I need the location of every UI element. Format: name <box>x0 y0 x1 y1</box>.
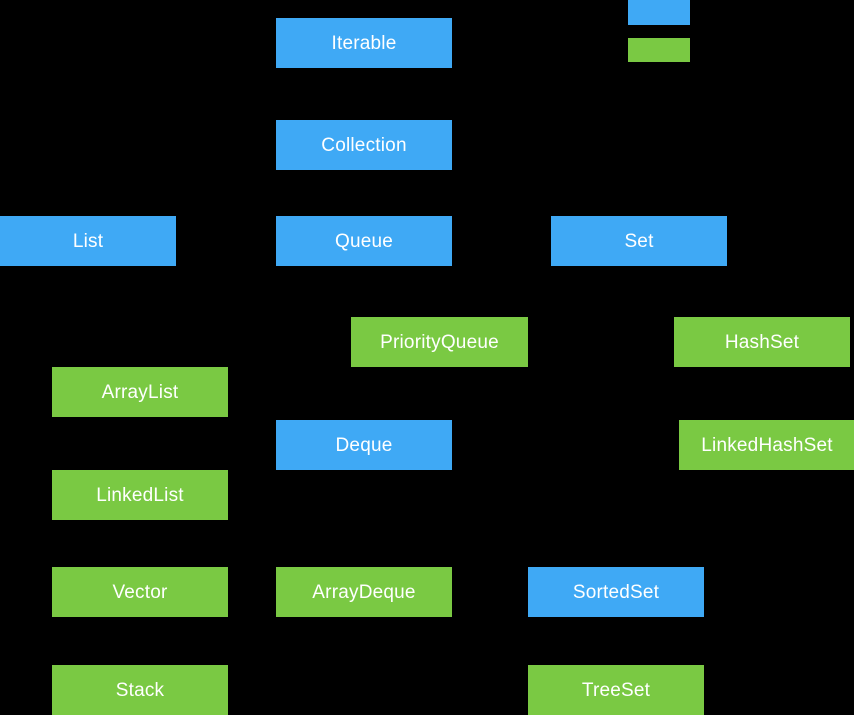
node-hashset[interactable]: HashSet <box>674 317 850 367</box>
node-list[interactable]: List <box>0 216 176 266</box>
node-label: Deque <box>335 434 393 456</box>
node-label: TreeSet <box>581 679 651 701</box>
node-collection[interactable]: Collection <box>276 120 452 170</box>
legend-swatch-interface <box>628 0 690 25</box>
legend-swatch-implementation <box>628 38 690 62</box>
node-treeset[interactable]: TreeSet <box>528 665 704 715</box>
node-label: Vector <box>112 581 168 603</box>
node-stack[interactable]: Stack <box>52 665 228 715</box>
node-label: LinkedHashSet <box>701 434 833 456</box>
node-priorityqueue[interactable]: PriorityQueue <box>351 317 528 367</box>
node-linkedhashset[interactable]: LinkedHashSet <box>679 420 854 470</box>
node-label: Collection <box>321 134 407 156</box>
node-set[interactable]: Set <box>551 216 727 266</box>
node-iterable[interactable]: Iterable <box>276 18 452 68</box>
node-deque[interactable]: Deque <box>276 420 452 470</box>
node-label: Iterable <box>331 32 397 54</box>
node-label: Stack <box>115 679 165 701</box>
node-arraydeque[interactable]: ArrayDeque <box>276 567 452 617</box>
node-label: Set <box>624 230 654 252</box>
node-label: PriorityQueue <box>380 331 499 353</box>
node-label: SortedSet <box>572 581 660 603</box>
node-arraylist[interactable]: ArrayList <box>52 367 228 417</box>
node-label: ArrayList <box>101 381 179 403</box>
node-label: ArrayDeque <box>312 581 416 603</box>
node-sortedset[interactable]: SortedSet <box>528 567 704 617</box>
node-label: HashSet <box>724 331 800 353</box>
node-linkedlist[interactable]: LinkedList <box>52 470 228 520</box>
node-vector[interactable]: Vector <box>52 567 228 617</box>
node-label: LinkedList <box>96 484 184 506</box>
node-label: Queue <box>334 230 394 252</box>
node-queue[interactable]: Queue <box>276 216 452 266</box>
node-label: List <box>72 230 104 252</box>
